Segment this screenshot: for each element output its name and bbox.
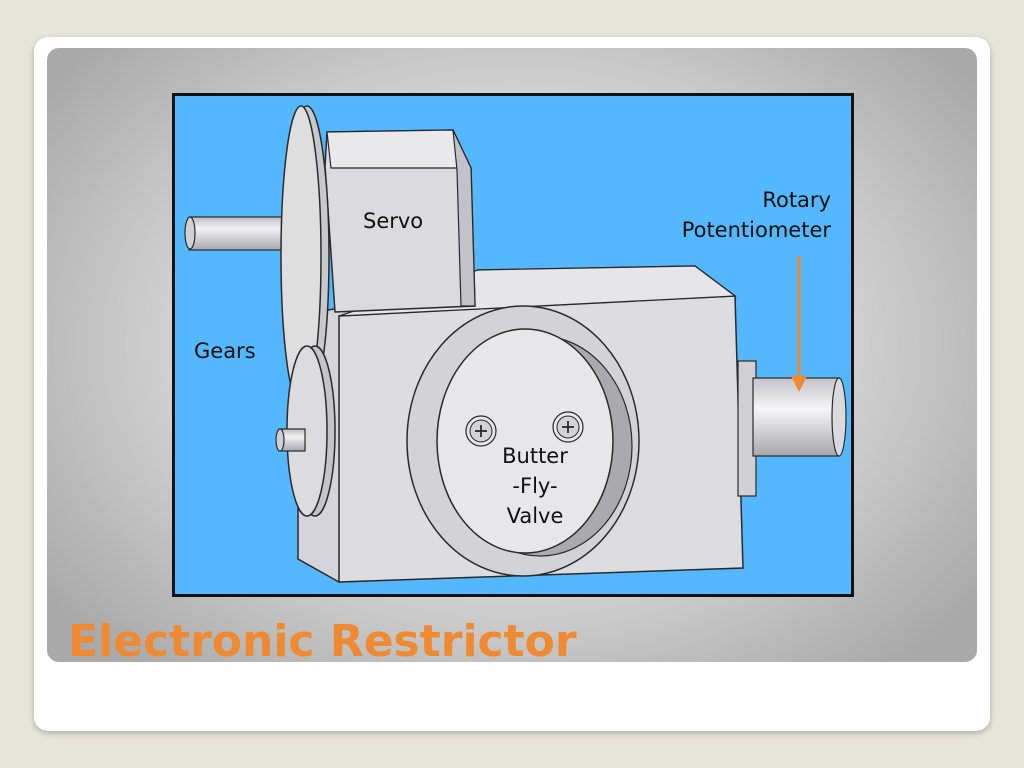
- servo-label: Servo: [363, 209, 424, 233]
- potentiometer-arrow: [791, 256, 807, 392]
- butterfly-valve: [406, 305, 640, 577]
- butterfly-valve-label-line: -Fly-: [512, 474, 558, 498]
- restrictor-illustration: [184, 105, 847, 583]
- rotary-potentiometer-label-line: Rotary: [762, 188, 831, 212]
- gears-label: Gears: [194, 339, 256, 363]
- pot-cylinder: [752, 377, 840, 457]
- diagram: Servo Gears Rotary Potentiometer Butter …: [172, 93, 854, 597]
- butterfly-valve-label-line: Valve: [506, 504, 564, 528]
- rotary-potentiometer-label-line: Potentiometer: [681, 218, 831, 242]
- servo-top: [326, 129, 472, 169]
- screw-right-icon: [552, 411, 584, 443]
- upper-gear: [184, 105, 330, 407]
- rotary-potentiometer-label: Rotary Potentiometer: [682, 185, 831, 245]
- screw-left-icon: [465, 415, 497, 447]
- butterfly-valve-label-line: Butter: [502, 444, 568, 468]
- servo: [324, 129, 476, 313]
- rotary-potentiometer: [737, 360, 847, 497]
- servo-side: [452, 129, 476, 307]
- valve-plate: [436, 328, 614, 554]
- slide-title: Electronic Restrictor: [68, 616, 577, 667]
- lower-gear: [275, 345, 336, 517]
- butterfly-valve-label: Butter -Fly- Valve: [487, 441, 583, 531]
